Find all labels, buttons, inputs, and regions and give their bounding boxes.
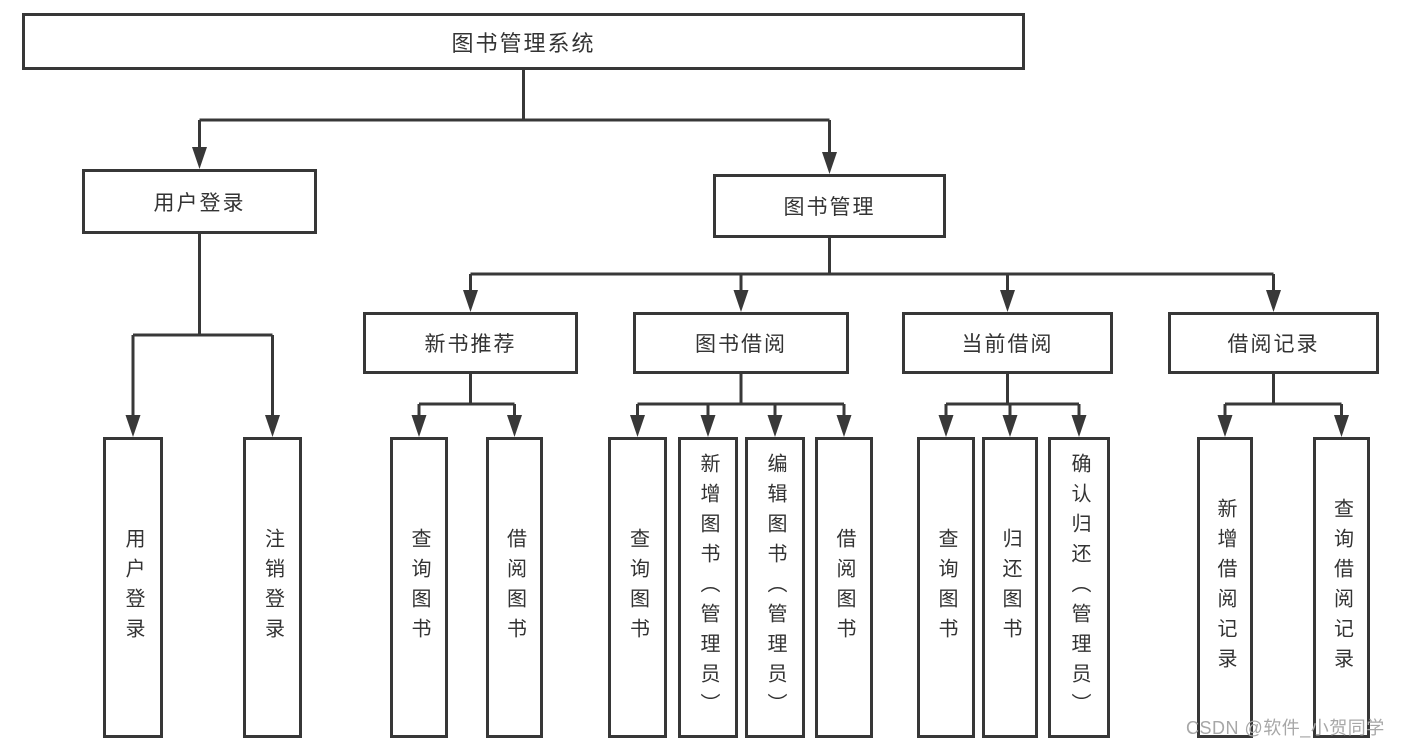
node-book-management: 图书管理	[713, 174, 946, 238]
node-root: 图书管理系统	[22, 13, 1025, 70]
node-label: 借阅图书	[833, 527, 855, 648]
node-query-books-2: 查询图书	[608, 437, 667, 738]
node-label: 编辑图书（管理员）	[764, 452, 786, 723]
node-label: 查询借阅记录	[1330, 497, 1353, 678]
node-label: 注销登录	[261, 527, 284, 648]
arrowhead-icons	[125, 147, 1349, 437]
node-label: 归还图书	[999, 527, 1021, 648]
node-label: 确认归还（管理员）	[1068, 452, 1090, 723]
node-query-books-1: 查询图书	[390, 437, 448, 738]
node-book-borrow: 图书借阅	[633, 312, 849, 374]
node-label: 用户登录	[122, 527, 144, 648]
node-borrow-books-1: 借阅图书	[486, 437, 543, 738]
node-confirm-return-admin: 确认归还（管理员）	[1048, 437, 1110, 738]
node-query-borrow-record: 查询借阅记录	[1313, 437, 1370, 738]
connector-path	[131, 70, 1343, 417]
node-query-books-3: 查询图书	[917, 437, 975, 738]
node-current-borrow: 当前借阅	[902, 312, 1113, 374]
node-label: 借阅图书	[503, 527, 526, 648]
node-edit-book-admin: 编辑图书（管理员）	[745, 437, 805, 738]
node-label: 查询图书	[935, 527, 957, 648]
node-return-books: 归还图书	[982, 437, 1038, 738]
node-add-book-admin: 新增图书（管理员）	[678, 437, 738, 738]
node-borrow-records: 借阅记录	[1168, 312, 1379, 374]
node-new-book-recommend: 新书推荐	[363, 312, 578, 374]
node-label: 新增图书（管理员）	[697, 452, 719, 723]
node-borrow-books-2: 借阅图书	[815, 437, 873, 738]
node-label: 查询图书	[408, 527, 430, 648]
node-user-login-leaf: 用户登录	[103, 437, 163, 738]
node-label: 查询图书	[626, 527, 649, 648]
node-user-login: 用户登录	[82, 169, 317, 234]
watermark: CSDN @软件_小贺同学	[1186, 718, 1385, 738]
node-label: 新增借阅记录	[1214, 497, 1236, 678]
node-logout-leaf: 注销登录	[243, 437, 302, 738]
node-add-borrow-record: 新增借阅记录	[1197, 437, 1253, 738]
